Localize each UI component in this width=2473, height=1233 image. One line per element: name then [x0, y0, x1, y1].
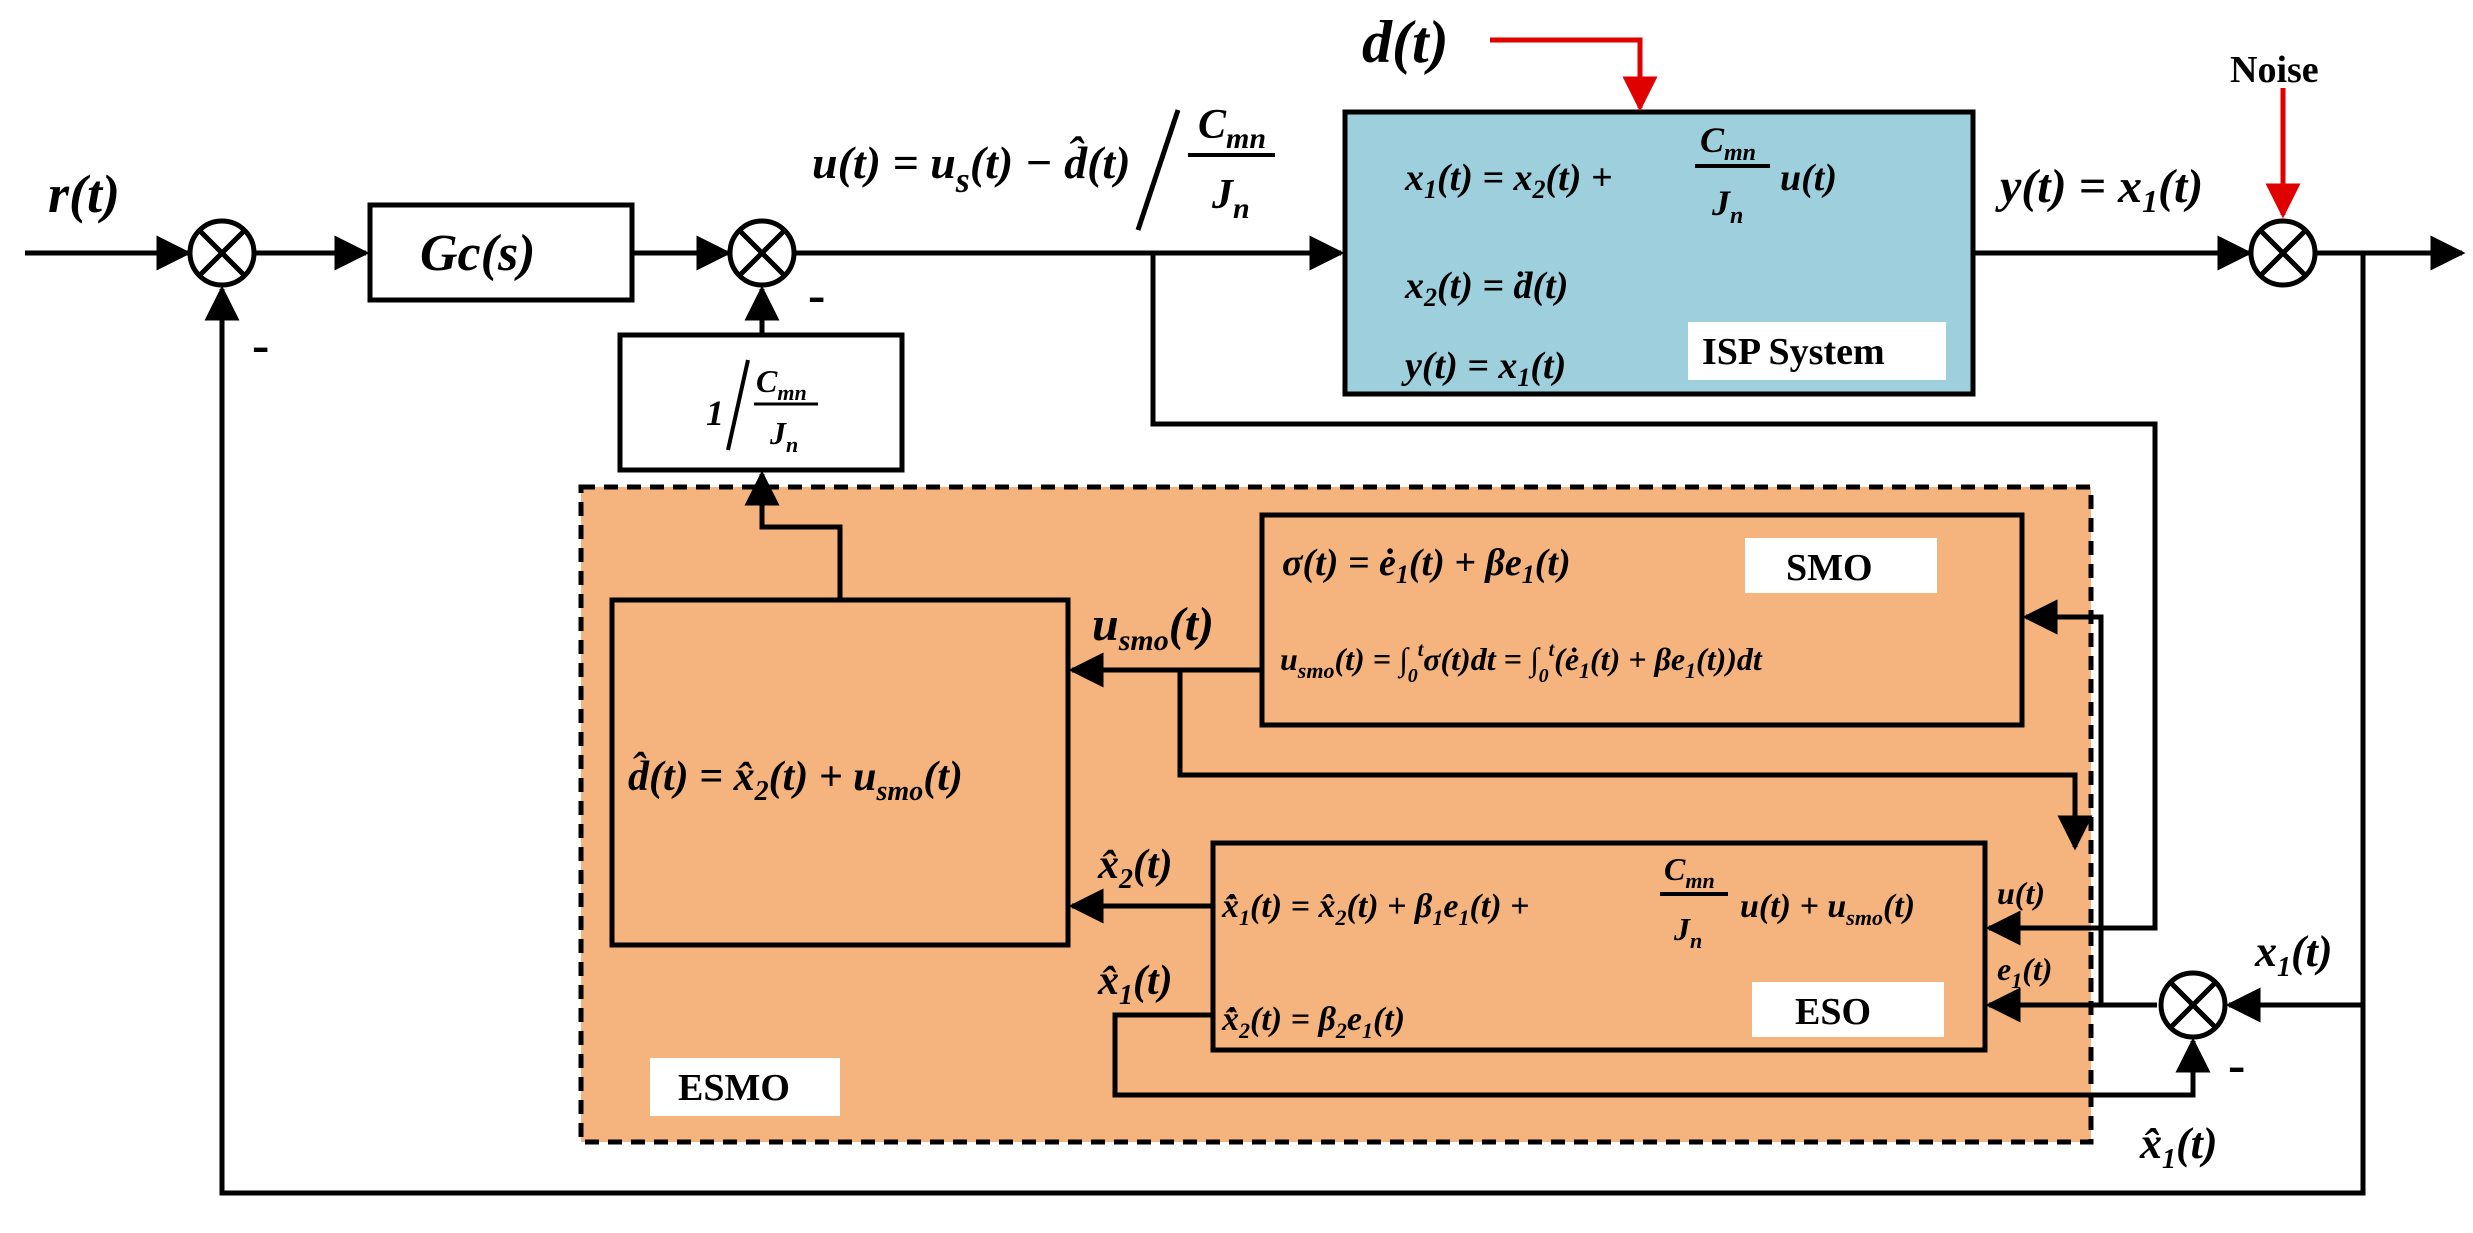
svg-text:Cmn: Cmn: [1198, 102, 1266, 155]
esmo-label: ESMO: [678, 1067, 790, 1109]
plant-equations: x1(t) = x2(t) + Cmn Jn u(t) x2(t) = ḋ(t)…: [1401, 120, 1837, 392]
svg-text:x̂̇1(t) = x̂2(t) + β1e1(t) +: x̂̇1(t) = x̂2(t) + β1e1(t) +: [1221, 888, 1529, 930]
minus-sign-reference: -: [252, 317, 269, 374]
svg-text:Jn: Jn: [1711, 183, 1743, 229]
u-input-label: u(t): [1997, 875, 2045, 911]
smo-name: SMO: [1786, 547, 1873, 589]
sum-junction-error: [2158, 970, 2228, 1040]
eso-name: ESO: [1795, 991, 1871, 1033]
eso-equations: x̂̇1(t) = x̂2(t) + β1e1(t) + Cmn Jn u(t)…: [1221, 851, 1915, 1043]
estimator-equation: d̂(t) = x̂2(t) + usmo(t): [628, 751, 963, 807]
svg-text:σ(t) = ė1(t) + βe1(t): σ(t) = ė1(t) + βe1(t): [1282, 542, 1571, 589]
x1hat-feedback-label: x̂1(t): [2139, 1119, 2218, 1175]
svg-text:Cmn: Cmn: [756, 363, 807, 405]
smo-label-box: [1745, 538, 1937, 593]
plant-name: ISP System: [1702, 331, 1885, 373]
svg-text:x2(t) = ḋ(t): x2(t) = ḋ(t): [1404, 265, 1568, 312]
svg-text:usmo(t) = ∫0tσ(t)dt = ∫0t(ė1(t: usmo(t) = ∫0tσ(t)dt = ∫0t(ė1(t) + βe1(t)…: [1280, 639, 1763, 687]
svg-text:x̂̇2(t) = β2e1(t): x̂̇2(t) = β2e1(t): [1221, 1001, 1405, 1043]
plant-label-box: [1688, 322, 1946, 380]
esmo-label-box: [650, 1058, 840, 1116]
x1hat-signal-label: x̂1(t): [1097, 958, 1173, 1011]
disturbance-label: d(t): [1362, 9, 1449, 75]
svg-text:Jn: Jn: [1211, 172, 1250, 225]
sum-junction-noise: [2248, 218, 2318, 288]
controller-label: Gc(s): [420, 225, 536, 282]
svg-text:Cmn: Cmn: [1664, 851, 1715, 893]
smo-equations: σ(t) = ė1(t) + βe1(t) usmo(t) = ∫0tσ(t)d…: [1280, 542, 1763, 687]
x2hat-signal-label: x̂2(t): [1097, 842, 1173, 895]
gain-block-label: 1 Cmn Jn: [706, 359, 818, 457]
x1-feedback-label: x1(t): [2254, 927, 2333, 983]
noise-label: Noise: [2230, 49, 2319, 91]
svg-text:Jn: Jn: [1673, 911, 1702, 953]
svg-text:Jn: Jn: [769, 415, 798, 457]
sum-junction-reference: [187, 218, 257, 288]
controller-block: [367, 202, 635, 303]
svg-text:Cmn: Cmn: [1700, 120, 1756, 166]
e1-input-label: e1(t): [1997, 951, 2052, 993]
usmo-signal-label: usmo(t): [1092, 598, 1214, 657]
output-label: y(t) = x1(t): [1995, 160, 2203, 219]
disturbance-arrow: [1490, 37, 1658, 112]
reference-label: r(t): [48, 164, 120, 224]
svg-text:y(t) = x1(t): y(t) = x1(t): [1401, 345, 1566, 392]
svg-text:u(t) = us(t) − d̂(t): u(t) = us(t) − d̂(t): [812, 135, 1131, 200]
svg-text:x1(t) = x2(t) +: x1(t) = x2(t) +: [1404, 157, 1613, 204]
svg-text:u(t) + usmo(t): u(t) + usmo(t): [1740, 888, 1915, 930]
sum-junction-control: [727, 218, 797, 288]
control-law: u(t) = us(t) − d̂(t) Cmn Jn: [812, 102, 1275, 231]
svg-text:u(t): u(t): [1780, 157, 1837, 199]
minus-sign-error: -: [2228, 1037, 2245, 1094]
minus-sign-control: -: [808, 267, 825, 324]
eso-label-box: [1752, 982, 1944, 1037]
svg-text:1: 1: [706, 393, 724, 433]
signal-lines: [25, 235, 2466, 1196]
